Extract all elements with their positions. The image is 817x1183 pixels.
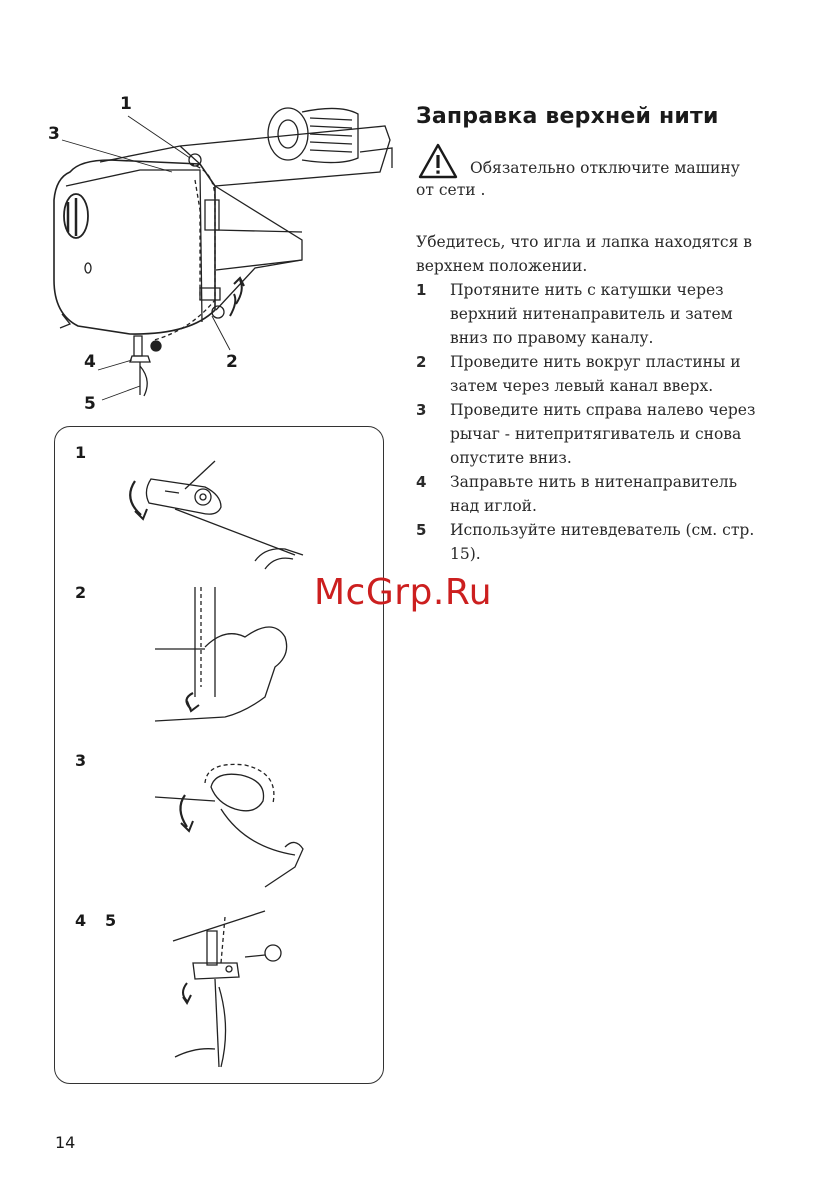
step-3-drawing bbox=[145, 757, 345, 897]
step-text: Используйте нитевдеватель (см. стр. 15). bbox=[450, 521, 755, 563]
step-text: Проведите нить справа налево через рычаг… bbox=[450, 401, 756, 467]
list-item: 5 Используйте нитевдеватель (см. стр. 15… bbox=[416, 518, 756, 566]
step-4-5-drawing bbox=[165, 897, 355, 1077]
step-number: 5 bbox=[416, 521, 427, 539]
steps-list: 1 Протяните нить с катушки через верхний… bbox=[416, 278, 756, 566]
step-text: Заправьте нить в нитенаправитель над игл… bbox=[450, 473, 738, 515]
list-item: 1 Протяните нить с катушки через верхний… bbox=[416, 278, 756, 350]
panel-label-3: 3 bbox=[75, 751, 87, 770]
list-item: 3 Проведите нить справа налево через рыч… bbox=[416, 398, 756, 470]
step-illustrations-panel: 1 2 3 4 5 bbox=[54, 426, 384, 1084]
step-number: 1 bbox=[416, 281, 427, 299]
sewing-machine-illustration: 1 3 4 2 5 bbox=[40, 90, 400, 424]
list-item: 4 Заправьте нить в нитенаправитель над и… bbox=[416, 470, 756, 518]
callout-4: 4 bbox=[84, 352, 96, 372]
step-1-drawing bbox=[125, 451, 325, 581]
page-number: 14 bbox=[55, 1133, 76, 1152]
list-item: 2 Проведите нить вокруг пластины и затем… bbox=[416, 350, 756, 398]
panel-label-2: 2 bbox=[75, 583, 87, 602]
callout-5: 5 bbox=[84, 394, 96, 414]
watermark: McGrp.Ru bbox=[314, 572, 493, 613]
step-text: Проведите нить вокруг пластины и затем ч… bbox=[450, 353, 741, 395]
panel-label-4: 4 bbox=[75, 911, 87, 930]
section-title: Заправка верхней нити bbox=[416, 104, 719, 129]
step-2-drawing bbox=[145, 577, 335, 727]
step-text: Протяните нить с катушки через верхний н… bbox=[450, 281, 733, 347]
callout-1: 1 bbox=[120, 94, 132, 114]
warning-triangle-icon bbox=[418, 143, 458, 183]
panel-label-5: 5 bbox=[105, 911, 117, 930]
callout-2: 2 bbox=[226, 352, 238, 372]
panel-label-1: 1 bbox=[75, 443, 87, 462]
warning-text: Обязательно отключите машину от сети . bbox=[416, 159, 740, 199]
step-number: 4 bbox=[416, 473, 427, 491]
callout-3: 3 bbox=[48, 124, 60, 144]
intro-paragraph: Убедитесь, что игла и лапка находятся в … bbox=[416, 233, 753, 275]
step-number: 3 bbox=[416, 401, 427, 419]
step-number: 2 bbox=[416, 353, 427, 371]
